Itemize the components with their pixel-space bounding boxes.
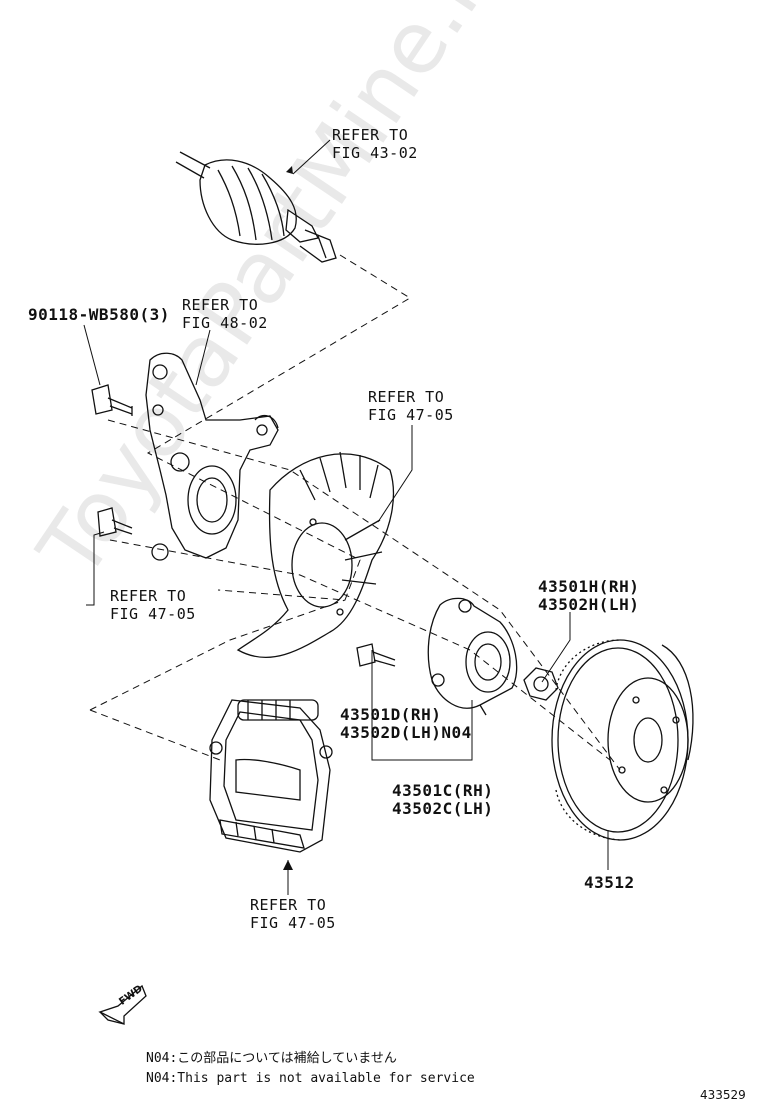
figure-number: 433529 xyxy=(700,1088,746,1102)
hub-nut-drawing xyxy=(523,667,559,701)
brake-caliper-drawing xyxy=(209,699,333,853)
knuckle-bolts-drawing xyxy=(91,384,133,537)
axle-hub-drawing xyxy=(427,597,518,716)
refer-label-driveshaft: REFER TO FIG 43-02 xyxy=(332,126,418,162)
refer-label-lower-bolt: REFER TO FIG 47-05 xyxy=(110,587,196,623)
drive-shaft-drawing xyxy=(175,151,337,263)
part-number-knuckle-bolt: 90118-WB580(3) xyxy=(28,305,170,324)
refer-label-dust-cover: REFER TO FIG 47-05 xyxy=(368,388,454,424)
brake-disc-drawing xyxy=(551,639,694,841)
hub-bolt-drawing xyxy=(356,643,396,667)
steering-knuckle-drawing xyxy=(145,352,279,561)
leader-lines xyxy=(83,139,609,895)
note-japanese: N04:この部品については補給していません xyxy=(146,1051,397,1066)
part-number-disc: 43512 xyxy=(584,873,635,892)
fwd-arrow-icon xyxy=(98,984,147,1026)
part-number-hub-assembly: 43501C(RH) 43502C(LH) xyxy=(392,781,494,818)
part-number-hub-bolt: 43501D(RH) 43502D(LH)N04 xyxy=(340,705,472,742)
arrow-heads xyxy=(283,166,293,870)
dust-cover-drawing xyxy=(236,451,395,659)
part-number-hub-nut: 43501H(RH) 43502H(LH) xyxy=(538,577,640,614)
refer-label-caliper: REFER TO FIG 47-05 xyxy=(250,896,336,932)
note-english: N04:This part is not available for servi… xyxy=(146,1071,475,1086)
refer-label-knuckle: REFER TO FIG 48-02 xyxy=(182,296,268,332)
